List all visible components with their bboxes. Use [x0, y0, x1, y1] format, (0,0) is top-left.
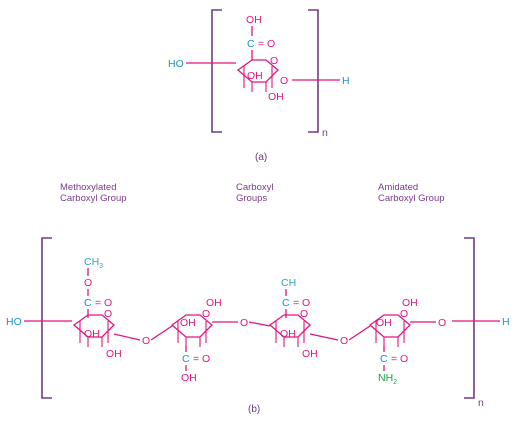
nh2-b: NH2 [378, 372, 397, 386]
carbonyl-c-1: C [84, 297, 92, 309]
carbonyl-o-3: = O [293, 297, 310, 309]
h-end-b: H [502, 316, 510, 328]
ho-end-b: HO [6, 316, 22, 328]
ch-3: CH [281, 277, 296, 289]
caption-b: (b) [248, 404, 260, 415]
ring-o-1: O [104, 308, 112, 320]
oh-1a: OH [84, 328, 100, 340]
repeat-n-b: n [478, 397, 484, 409]
methoxy-o-b: O [84, 277, 92, 289]
oh-3a: OH [280, 328, 296, 340]
right-bracket-a [308, 9, 319, 133]
acid-oh-a: OH [246, 14, 262, 26]
acid-oh-2: OH [181, 372, 197, 384]
oh-upper-a: OH [247, 70, 263, 82]
oh-1b: OH [106, 348, 122, 360]
left-bracket-b [41, 237, 52, 399]
label-amidated-2: Carboxyl Group [378, 193, 445, 204]
ring-o-2: O [202, 308, 210, 320]
carbonyl-c-a: C [247, 38, 255, 50]
label-carboxyl-2: Groups [236, 193, 267, 204]
right-bracket-b [464, 237, 475, 399]
caption-a: (a) [255, 152, 267, 163]
link-o-1: O [142, 335, 150, 347]
carbonyl-o-2: = O [193, 353, 210, 365]
label-methoxylated-1: Methoxylated [60, 182, 117, 193]
carbonyl-o-4: = O [391, 353, 408, 365]
ho-end-a: HO [168, 58, 184, 70]
oh-4a: OH [402, 297, 418, 309]
repeat-n-a: n [322, 127, 328, 139]
ring-o-a: O [270, 55, 278, 67]
structure-b: n HO H O O O O O O O O OH OH OH OH OH [6, 237, 510, 415]
carbonyl-o-1: = O [95, 297, 112, 309]
structure-a: n HO H OH C = O O OH O OH (a) [168, 9, 350, 163]
label-amidated-1: Amidated [378, 182, 418, 193]
oh-2b: OH [180, 317, 196, 329]
label-methoxylated-2: Carboxyl Group [60, 193, 127, 204]
carbonyl-c-3: C [282, 297, 290, 309]
oh-2a: OH [206, 297, 222, 309]
carbonyl-c-2: C [182, 353, 190, 365]
group-labels: Methoxylated Carboxyl Group Carboxyl Gro… [60, 182, 445, 204]
oh-4b: OH [376, 317, 392, 329]
ch3-b: CH3 [84, 256, 103, 270]
left-bracket-a [211, 9, 222, 133]
carbonyl-o-a: = O [258, 38, 275, 50]
oh-3b: OH [302, 348, 318, 360]
ring-o-3: O [300, 308, 308, 320]
ring-link-o-a: O [280, 75, 288, 87]
link-o-2: O [240, 317, 248, 329]
h-end-a: H [342, 75, 350, 87]
label-carboxyl-1: Carboxyl [236, 182, 274, 193]
ring-o-4: O [400, 308, 408, 320]
link-o-3: O [340, 335, 348, 347]
link-o-4: O [438, 317, 446, 329]
carbonyl-c-4: C [380, 353, 388, 365]
oh-lower-a: OH [268, 91, 284, 103]
